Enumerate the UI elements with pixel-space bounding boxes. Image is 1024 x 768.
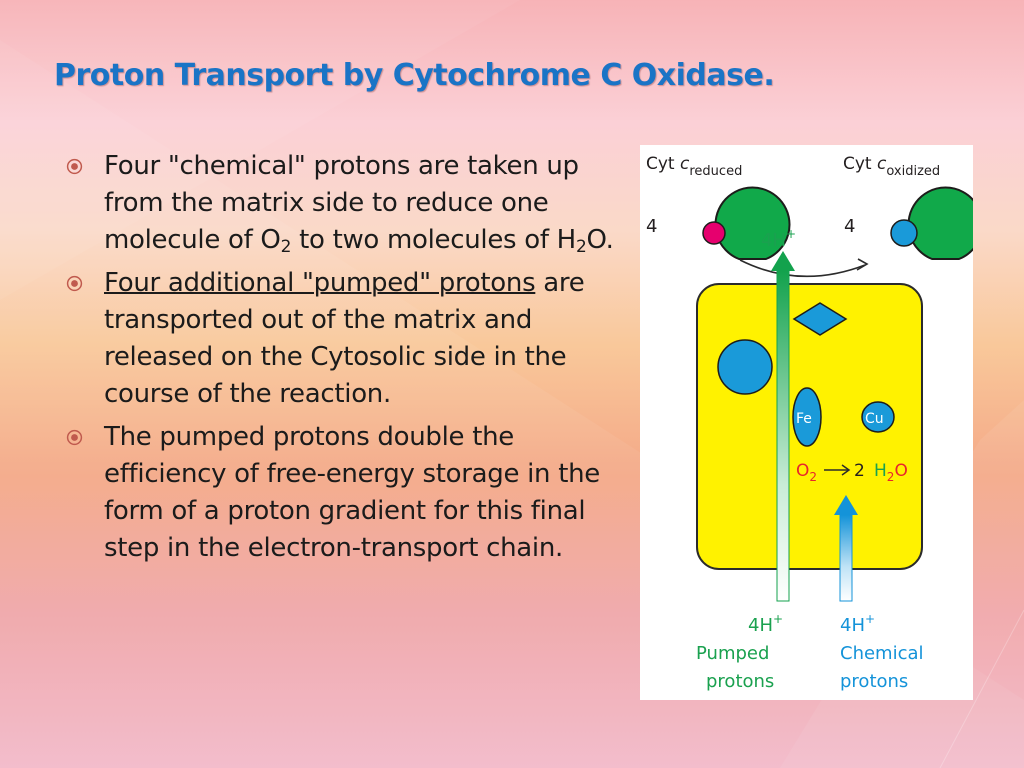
bullet-marker-icon xyxy=(66,275,83,292)
bullet-list: Four "chemical" protons are taken up fro… xyxy=(60,148,632,573)
heme-reduced-icon xyxy=(702,221,726,245)
chemical-proton-arrowhead xyxy=(834,495,858,515)
pumped-protons-label-line2: protons xyxy=(706,671,774,692)
bullet-text: Four "chemical" protons are taken up fro… xyxy=(104,151,614,257)
pumped-proton-count: 4H+ xyxy=(748,612,783,636)
bullet-item: The pumped protons double the efficiency… xyxy=(60,419,632,567)
top-proton-label: 4H+ xyxy=(761,227,796,251)
slide-title: Proton Transport by Cytochrome C Oxidase… xyxy=(54,58,775,93)
bullet-item: Four "chemical" protons are taken up fro… xyxy=(60,148,632,259)
electron-transfer-arrow xyxy=(739,259,866,278)
pumped-proton-arrowhead xyxy=(771,251,795,271)
reaction-arrowhead xyxy=(841,464,851,476)
chemical-protons-label-line1: Chemical xyxy=(840,643,924,664)
fe-center-icon xyxy=(792,387,822,447)
water-coefficient: 2 xyxy=(854,461,865,481)
fe-label: Fe xyxy=(796,411,812,427)
cyt-c-oxidized-shape xyxy=(907,186,973,260)
pumped-protons-label-line1: Pumped xyxy=(696,643,769,664)
bullet-item: Four additional "pumped" protons are tra… xyxy=(60,265,632,413)
bullet-text: Four additional "pumped" protons are tra… xyxy=(104,268,585,409)
cu-label: Cu xyxy=(865,411,884,427)
water-label: H2O xyxy=(874,461,908,484)
chemical-protons-label-line2: protons xyxy=(840,671,908,692)
chemical-proton-count: 4H+ xyxy=(840,612,875,636)
heme-oxidized-icon xyxy=(890,219,918,247)
cytochrome-oxidase-diagram: Cyt creduced Cyt coxidized 4 4 4H+ Fe Cu… xyxy=(640,145,973,700)
heme-a-center-icon xyxy=(717,339,773,395)
copper-a-center-icon xyxy=(792,302,848,336)
bullet-text: The pumped protons double the efficiency… xyxy=(104,422,600,563)
electron-transfer-arrowhead xyxy=(856,258,869,271)
oxygen-label: O2 xyxy=(796,461,817,484)
cyt-c-count-left: 4 xyxy=(646,216,657,237)
pumped-proton-arrow-shaft xyxy=(776,270,790,602)
cyt-c-oxidized-label: Cyt coxidized xyxy=(843,154,940,179)
cyt-c-count-right: 4 xyxy=(844,216,855,237)
cu-center-icon xyxy=(861,401,895,433)
chemical-proton-arrow-shaft xyxy=(839,514,853,602)
bullet-marker-icon xyxy=(66,158,83,175)
cyt-c-reduced-label: Cyt creduced xyxy=(646,154,742,179)
bullet-marker-icon xyxy=(66,429,83,446)
